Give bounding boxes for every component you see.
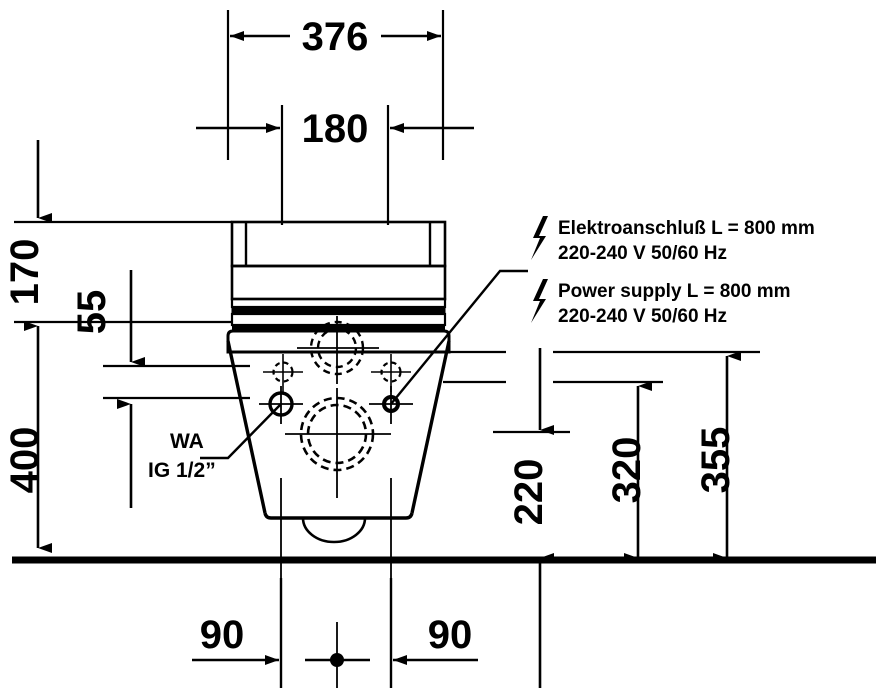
- dim-label-355: 355: [694, 427, 738, 494]
- dim-label-55: 55: [70, 290, 114, 335]
- dim-label-90-right: 90: [428, 613, 473, 657]
- bowl-rim: [226, 329, 451, 354]
- dim-label-220: 220: [507, 459, 551, 526]
- dimension-inner-aux: [103, 396, 250, 508]
- annotation-electrical-en: Power supply L = 800 mm 220-240 V 50/60 …: [531, 279, 791, 327]
- wa-leader-line: [200, 403, 282, 460]
- electrical-en-line1: Power supply L = 800 mm: [558, 281, 791, 302]
- dim-label-400: 400: [3, 427, 47, 494]
- bottom-center-mark: [305, 653, 370, 667]
- lightning-bolt-icon-de: [531, 216, 548, 260]
- dimension-376: 376: [226, 10, 445, 160]
- dim-label-320: 320: [605, 437, 649, 504]
- dim-label-376: 376: [302, 15, 369, 59]
- wc-body: [226, 220, 451, 688]
- annotation-electrical-de: Elektroanschluß L = 800 mm 220-240 V 50/…: [531, 216, 815, 264]
- electrical-de-line1: Elektroanschluß L = 800 mm: [558, 218, 815, 239]
- electrical-en-line2: 220-240 V 50/60 Hz: [558, 306, 727, 327]
- dimension-55: 55: [70, 270, 250, 368]
- dimension-220: 220: [507, 348, 554, 688]
- dim-label-180: 180: [302, 107, 369, 151]
- wa-label-line2: IG 1/2”: [148, 459, 216, 482]
- bowl-right-taper: [410, 340, 451, 514]
- bowl-left-taper: [226, 340, 267, 514]
- center-mark-dot: [330, 653, 344, 667]
- electrical-leader-line: [390, 269, 528, 405]
- bowl-bottom-edge: [263, 512, 414, 520]
- annotation-water-connection: WA IG 1/2”: [148, 403, 282, 482]
- dimension-355: 355: [694, 351, 741, 563]
- dimension-180: 180: [196, 105, 474, 225]
- electrical-de-line2: 220-240 V 50/60 Hz: [558, 243, 727, 264]
- seat-dark-seam-2: [232, 325, 445, 330]
- dim-label-170: 170: [3, 239, 47, 306]
- dim-label-90-left: 90: [200, 613, 245, 657]
- dimension-320: 320: [605, 381, 652, 563]
- wa-label-line1: WA: [170, 430, 204, 453]
- dimension-90-right: 90: [389, 578, 478, 688]
- bowl-outlet-arc: [301, 517, 367, 544]
- lightning-bolt-icon-en: [531, 279, 548, 323]
- dimension-400: 400: [3, 321, 52, 553]
- dimension-90-left: 90: [192, 578, 283, 688]
